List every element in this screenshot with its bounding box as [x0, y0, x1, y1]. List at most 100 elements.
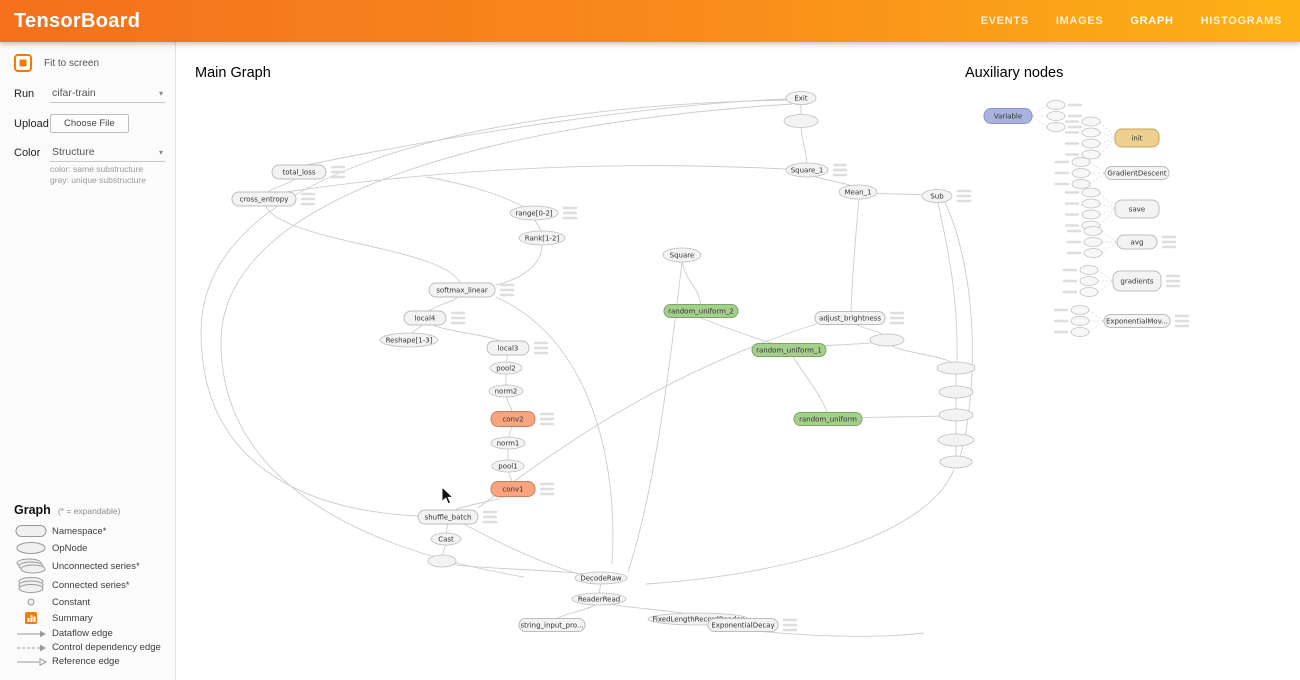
graph-node-aux_variable[interactable]: Variable [983, 108, 1033, 124]
legend-label: Summary [52, 612, 93, 624]
graph-node-aux_gradients[interactable]: gradients [1112, 270, 1162, 292]
aux-op-ellipse[interactable] [1079, 287, 1099, 297]
aux-op-ellipse[interactable] [1070, 316, 1090, 326]
tab-graph[interactable]: GRAPH [1130, 15, 1174, 27]
graph-node-rc2[interactable] [938, 385, 974, 399]
aux-op-ellipse[interactable] [1083, 226, 1103, 236]
graph-edge [306, 98, 787, 166]
graph-node-using[interactable]: string_input_pro... [518, 618, 586, 632]
aux-op-ellipse[interactable] [1079, 276, 1099, 286]
graph-node-conv1[interactable]: conv1 [490, 481, 536, 497]
graph-node-aux_avg[interactable]: avg [1116, 234, 1158, 250]
aux-op-ellipse[interactable] [1079, 265, 1099, 275]
aux-op-link [1031, 104, 1048, 117]
legend-label: Control dependency edge [52, 642, 161, 653]
graph-node-square_1[interactable]: Square_1 [785, 162, 829, 178]
graph-node-label: save [1129, 205, 1145, 213]
run-select[interactable]: cifar-train ▾ [50, 85, 165, 103]
choose-file-button[interactable]: Choose File [50, 114, 129, 133]
connected-series-icon [14, 577, 52, 593]
graph-node-rank[interactable]: Rank[1-2] [518, 230, 566, 246]
aux-op-link [1099, 137, 1116, 144]
aux-op-ellipse[interactable] [1046, 122, 1066, 132]
graph-node-label: shuffle_batch [425, 513, 472, 521]
graph-edge [792, 356, 828, 413]
tab-histograms[interactable]: HISTOGRAMS [1200, 15, 1282, 27]
color-select[interactable]: Structure ▾ [50, 144, 165, 162]
aux-op-link [1101, 241, 1118, 254]
color-hint-2: gray: unique substructure [50, 175, 146, 186]
tab-images[interactable]: IMAGES [1055, 15, 1104, 27]
color-select-value: Structure [52, 146, 95, 158]
aux-op-link [1097, 280, 1114, 293]
aux-op-ellipse[interactable] [1071, 179, 1091, 189]
tab-events[interactable]: EVENTS [980, 15, 1029, 27]
graph-node-cross_entropy[interactable]: cross_entropy [231, 191, 297, 207]
graph-node-readerread[interactable]: ReaderRead [571, 592, 627, 606]
graph-node-rc5[interactable] [939, 455, 973, 469]
aux-op-ellipse[interactable] [1081, 187, 1101, 198]
graph-node-exit[interactable]: Exit [785, 91, 817, 105]
legend-label: Unconnected series* [52, 560, 140, 572]
aux-op-ellipse[interactable] [1071, 168, 1091, 178]
legend-subtitle: (* = expandable) [57, 506, 121, 516]
graph-node-reshape13[interactable]: Reshape[1-3] [379, 332, 439, 348]
aux-op-ellipse[interactable] [1081, 116, 1101, 127]
graph-edge [755, 630, 925, 637]
aux-op-ellipse[interactable] [1083, 237, 1103, 247]
graph-node-square[interactable]: Square [662, 247, 702, 263]
graph-node-label: norm1 [497, 439, 520, 447]
graph-node-aux_expmov[interactable]: ExponentialMov... [1103, 314, 1171, 328]
graph-edge [937, 202, 958, 362]
aux-op-ellipse[interactable] [1081, 127, 1101, 138]
aux-op-ellipse[interactable] [1070, 327, 1090, 337]
graph-node-random_uniform_1[interactable]: random_uniform_1 [751, 343, 827, 357]
aux-op-ellipse[interactable] [1046, 111, 1066, 121]
graph-node-pool2[interactable]: pool2 [489, 361, 523, 375]
fit-to-screen-row[interactable]: Fit to screen [14, 54, 165, 72]
graph-node-op_b2[interactable] [427, 554, 457, 568]
fit-to-screen-label[interactable]: Fit to screen [44, 57, 100, 69]
graph-node-label: Square [670, 251, 695, 259]
aux-op-link [1031, 115, 1048, 128]
graph-node-random_uniform[interactable]: random_uniform [793, 412, 863, 426]
graph-node-local3[interactable]: local3 [486, 340, 530, 356]
graph-node-shuffle_batch[interactable]: shuffle_batch [417, 509, 479, 525]
aux-op-ellipse[interactable] [1070, 305, 1090, 315]
graph-node-aux_init[interactable]: init [1114, 128, 1160, 148]
legend-label: Constant [52, 596, 91, 608]
aux-op-ellipse[interactable] [1081, 149, 1101, 160]
aux-op-ellipse[interactable] [1081, 198, 1101, 209]
graph-node-rc4[interactable] [937, 433, 975, 447]
graph-node-op_top2[interactable] [783, 114, 819, 128]
graph-node-decoderaw[interactable]: DecodeRaw [574, 571, 628, 585]
graph-node-pool1[interactable]: pool1 [491, 459, 525, 473]
graph-node-aux_save[interactable]: save [1114, 199, 1160, 219]
graph-node-cast[interactable]: Cast [430, 532, 462, 546]
graph-node-sub[interactable]: Sub [921, 189, 953, 203]
graph-node-softmax_linear[interactable]: softmax_linear [428, 282, 496, 298]
fit-to-screen-icon[interactable] [14, 54, 32, 72]
graph-node-mean_1[interactable]: Mean_1 [838, 184, 878, 200]
graph-node-local4[interactable]: local4 [403, 310, 447, 326]
graph-node-total_loss[interactable]: total_loss [271, 164, 327, 180]
app-header: TensorBoard EVENTS IMAGES GRAPH HISTOGRA… [0, 0, 1300, 42]
graph-node-aux_gradientdescent[interactable]: GradientDescent [1104, 166, 1170, 180]
graph-node-range[interactable]: range[0-2] [509, 205, 559, 221]
graph-node-rc3[interactable] [938, 408, 974, 422]
graph-node-adjust_brightness[interactable]: adjust_brightness [814, 311, 886, 325]
aux-op-ellipse[interactable] [1046, 100, 1066, 110]
aux-op-ellipse[interactable] [1081, 209, 1101, 220]
aux-op-ellipse[interactable] [1081, 138, 1101, 149]
graph-node-conv2[interactable]: conv2 [490, 411, 536, 427]
graph-node-expdecay[interactable]: ExponentialDecay [707, 618, 779, 632]
graph-node-random_uniform_2[interactable]: random_uniform_2 [663, 304, 739, 318]
graph-node-norm1[interactable]: norm1 [490, 436, 526, 450]
aux-op-ellipse[interactable] [1071, 157, 1091, 167]
graph-node-norm2[interactable]: norm2 [488, 384, 524, 398]
graph-node-rs1[interactable] [869, 333, 905, 347]
aux-op-ellipse[interactable] [1083, 248, 1103, 258]
graph-node-rc1[interactable] [936, 361, 976, 375]
